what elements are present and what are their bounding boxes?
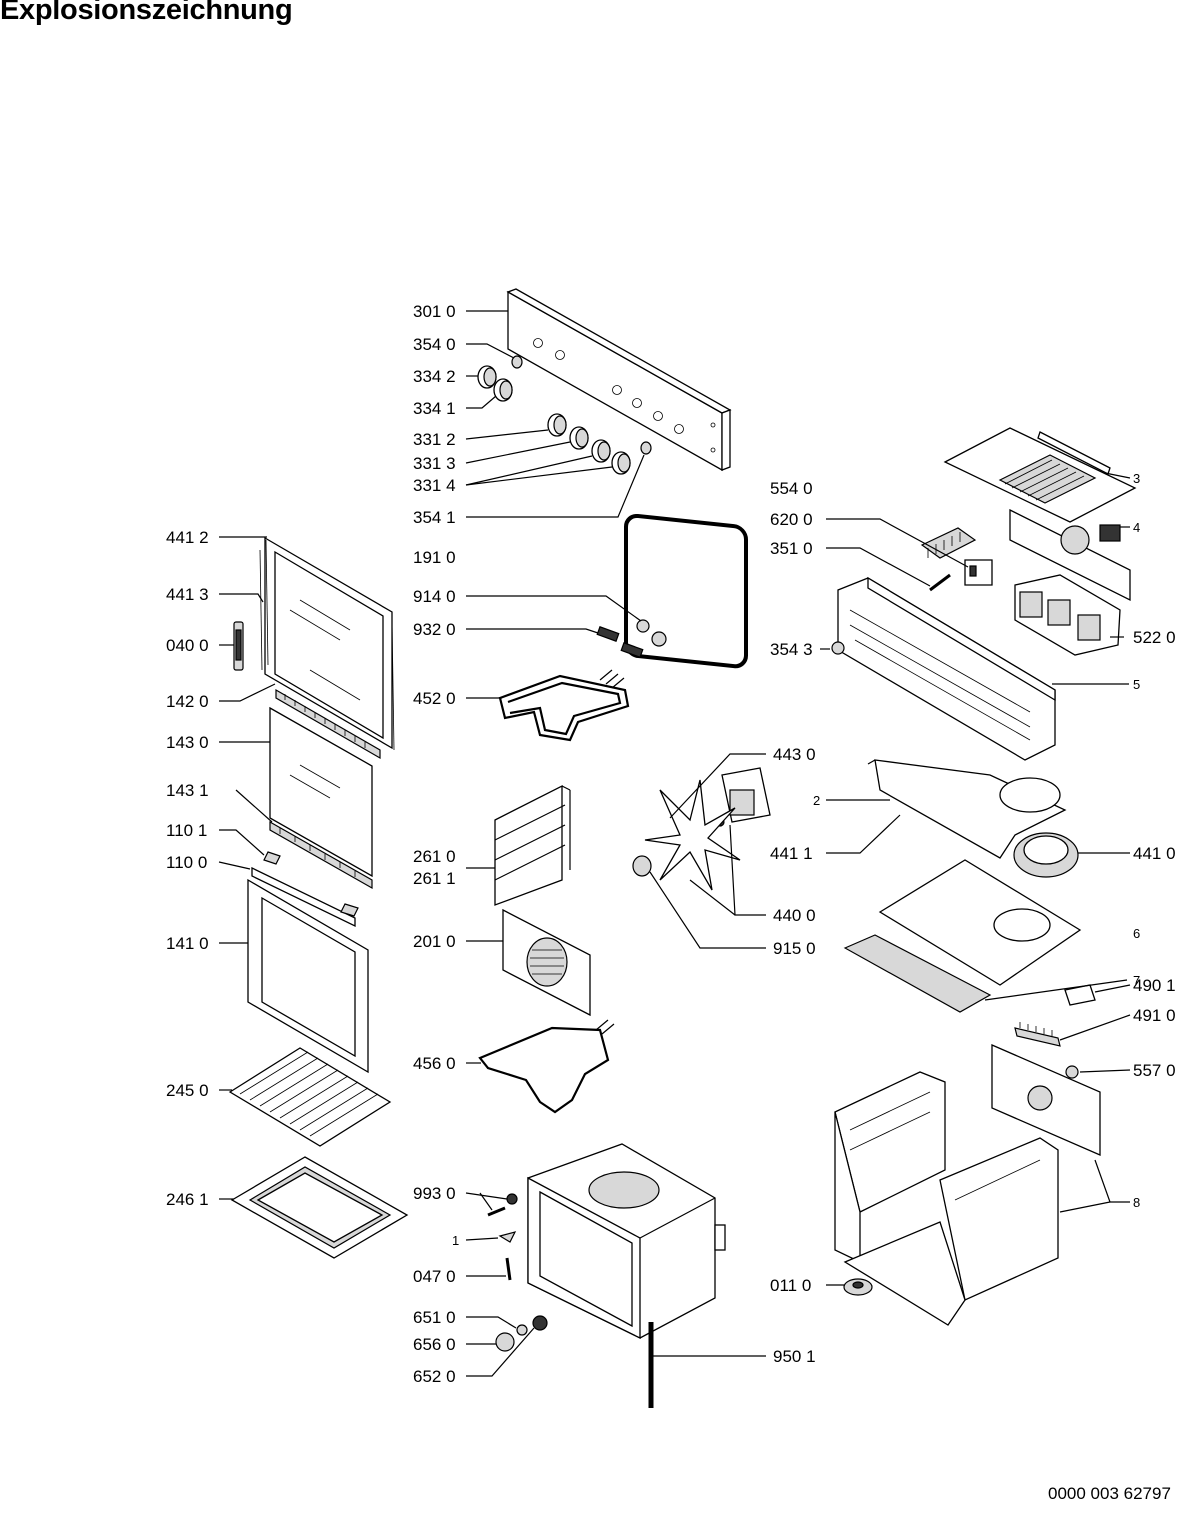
callout-143-0: 143 0 (166, 733, 209, 752)
part-inner-glass (269, 706, 373, 878)
part-knob-set-top (477, 355, 523, 402)
part-hinge (233, 621, 244, 671)
callout-261-1: 261 1 (413, 869, 456, 888)
part-control-panel (506, 288, 732, 472)
callout-354-0: 354 0 (413, 335, 456, 354)
callout-441-0: 441 0 (1133, 844, 1176, 863)
callout-491-0: 491 0 (1133, 1006, 1176, 1025)
callout-040-0: 040 0 (166, 636, 209, 655)
callout-452-0: 452 0 (413, 689, 456, 708)
part-door-seal (624, 513, 748, 669)
callout-011-0: 011 0 (770, 1276, 811, 1295)
callout-7: 7 (1133, 973, 1140, 988)
callout-354-1: 354 1 (413, 508, 456, 527)
callout-652-0: 652 0 (413, 1367, 456, 1386)
callout-557-0: 557 0 (1133, 1061, 1176, 1080)
part-door-strip (275, 688, 381, 760)
part-baking-tray (230, 1156, 409, 1259)
part-wire-rack (228, 1047, 392, 1147)
callout-191-0: 191 0 (413, 548, 456, 567)
part-lower-heating-element (478, 1019, 615, 1114)
callout-554-0: 554 0 (770, 479, 813, 498)
callout-334-1: 334 1 (413, 399, 456, 418)
callout-440-0: 440 0 (773, 906, 816, 925)
callout-932-0: 932 0 (413, 620, 456, 639)
callout-261-0: 261 0 (413, 847, 456, 866)
callout-914-0: 914 0 (413, 587, 456, 606)
part-top-cover (867, 759, 1079, 878)
callout-331-3: 331 3 (413, 454, 456, 473)
callout-2: 2 (813, 793, 820, 808)
part-control-housing (831, 576, 1056, 761)
callout-490-1: 490 1 (1133, 976, 1176, 995)
part-terminal-block (920, 527, 993, 592)
callout-651-0: 651 0 (413, 1308, 456, 1327)
part-small-fittings (487, 1193, 548, 1352)
document-number: 0000 003 62797 (1048, 1484, 1171, 1503)
callout-331-2: 331 2 (413, 430, 456, 449)
part-outer-door (247, 878, 369, 1074)
callout-441-2: 441 2 (166, 528, 209, 547)
part-foot (843, 1278, 873, 1296)
callout-141-0: 141 0 (166, 934, 209, 953)
callout-993-0: 993 0 (413, 1184, 456, 1203)
part-outer-frame (834, 1071, 1059, 1326)
callout-441-1: 441 1 (770, 844, 813, 863)
callout-labels: 301 0 354 0 334 2 334 1 331 2 331 3 331 … (166, 302, 1176, 1386)
callout-245-0: 245 0 (166, 1081, 209, 1100)
callout-354-3: 354 3 (770, 640, 813, 659)
callout-331-4: 331 4 (413, 476, 456, 495)
callout-8: 8 (1133, 1195, 1140, 1210)
callout-351-0: 351 0 (770, 539, 813, 558)
callout-441-3: 441 3 (166, 585, 209, 604)
part-rear-components (991, 984, 1101, 1156)
callout-656-0: 656 0 (413, 1335, 456, 1354)
callout-3: 3 (1133, 471, 1140, 486)
part-fan-cover (502, 908, 591, 1017)
part-glass-strip (251, 820, 373, 928)
part-electronic-module (1014, 574, 1121, 656)
part-fan-motor (632, 767, 771, 891)
callout-456-0: 456 0 (413, 1054, 456, 1073)
part-cooling-unit (943, 427, 1137, 602)
part-oven-cavity (527, 1143, 726, 1340)
callout-301-0: 301 0 (413, 302, 456, 321)
callout-334-2: 334 2 (413, 367, 456, 386)
callout-110-0: 110 0 (166, 853, 207, 872)
leader-lines (218, 310, 1131, 1377)
callout-522-0: 522 0 (1133, 628, 1176, 647)
part-connectors (596, 619, 667, 658)
callout-1: 1 (452, 1233, 459, 1248)
callout-950-1: 950 1 (773, 1347, 816, 1366)
callout-4: 4 (1133, 520, 1140, 535)
callout-6: 6 (1133, 926, 1140, 941)
callout-110-1: 110 1 (166, 821, 207, 840)
callout-620-0: 620 0 (770, 510, 813, 529)
callout-143-1: 143 1 (166, 781, 209, 800)
part-grill-element (498, 669, 630, 742)
part-knob-set-lower (547, 413, 652, 475)
callout-142-0: 142 0 (166, 692, 209, 711)
callout-201-0: 201 0 (413, 932, 456, 951)
callout-246-1: 246 1 (166, 1190, 209, 1209)
callout-047-0: 047 0 (413, 1267, 456, 1286)
part-bottom-cover (843, 859, 1082, 1013)
page-title: Explosionszeichnung (0, 0, 293, 26)
part-outer-door-frame (259, 536, 395, 751)
part-side-racks (494, 784, 571, 906)
callout-5: 5 (1133, 677, 1140, 692)
callout-443-0: 443 0 (773, 745, 816, 764)
callout-915-0: 915 0 (773, 939, 816, 958)
